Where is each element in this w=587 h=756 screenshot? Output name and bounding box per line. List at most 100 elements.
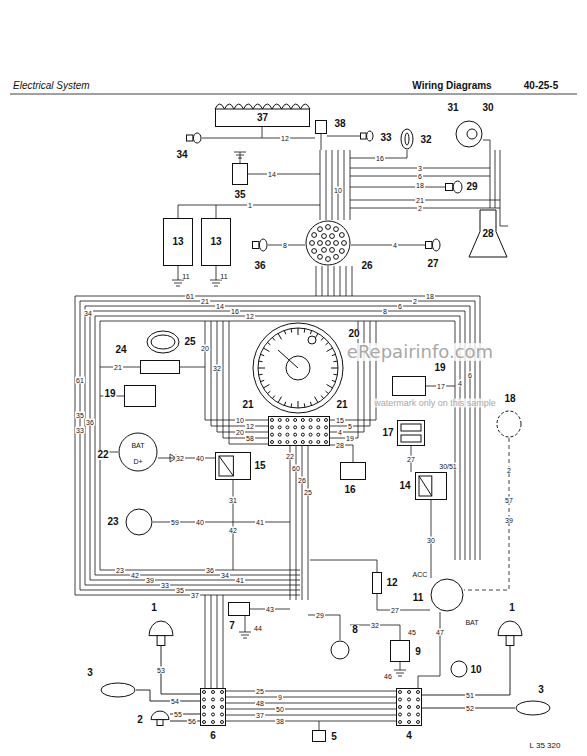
callout-number: 22: [96, 450, 109, 460]
component: 18: [496, 410, 522, 438]
wire: [226, 709, 396, 710]
wire: [202, 138, 315, 139]
wire-number: 37: [255, 712, 265, 719]
wire-number: 32: [175, 455, 185, 462]
wire-number: 14: [267, 171, 277, 178]
callout-number: 6: [209, 731, 217, 741]
component: 7: [228, 602, 250, 616]
plug-symbol: [360, 130, 374, 142]
wire-number: 4: [392, 242, 398, 249]
callout-number: 18: [503, 394, 516, 404]
wire: [216, 266, 217, 280]
component: 20: [252, 322, 344, 414]
wire: [216, 205, 217, 218]
component: 23: [125, 508, 153, 536]
circle-symbol: [450, 660, 468, 678]
component: 11: [430, 578, 464, 612]
component: 35: [232, 163, 248, 185]
wire: [400, 662, 401, 670]
callout-number: 11: [412, 593, 425, 603]
wire: [234, 152, 246, 158]
plug-symbol: [425, 238, 441, 252]
wire-number: 9: [277, 694, 283, 701]
dcircle-symbol: [496, 410, 522, 438]
wire: [490, 140, 491, 208]
wire-number: 42: [130, 572, 140, 579]
wire-number: 36: [85, 419, 95, 426]
wire-number: 47: [435, 629, 445, 636]
wire-number: 53: [156, 667, 166, 674]
block-symbol: [396, 688, 422, 726]
wire-number: 46: [383, 673, 393, 680]
component: 19: [392, 376, 426, 396]
plug-symbol: [186, 132, 202, 144]
wire: [316, 266, 317, 296]
component: 1: [148, 620, 174, 646]
component: 28: [468, 210, 508, 258]
callout-number: 16: [343, 485, 356, 495]
wire-number: 4: [337, 429, 343, 436]
component: 33: [360, 130, 374, 142]
wire-number: 18: [415, 182, 425, 189]
wire-number: 28: [335, 442, 345, 449]
wire: [239, 632, 251, 638]
component: 16: [340, 462, 366, 480]
wire-number: 32: [212, 365, 222, 372]
circle-symbol: [466, 128, 478, 140]
wire: [394, 670, 406, 676]
component: 8: [330, 640, 350, 660]
wire-number: 25: [255, 688, 265, 695]
component: 2: [150, 710, 170, 726]
callout-number: 29: [465, 182, 478, 192]
wire: [226, 715, 396, 716]
wire: [321, 134, 322, 150]
wire-number: 29: [315, 612, 325, 619]
callout-number: 3: [537, 685, 545, 695]
callout-number: 17: [381, 428, 394, 438]
wire-number: 2: [412, 298, 418, 305]
rect-symbol: [232, 163, 248, 185]
wire-number: 32: [370, 622, 380, 629]
wire: [352, 266, 353, 296]
wire: [310, 560, 377, 572]
callout-number: 19: [433, 363, 446, 373]
component: 13: [201, 218, 231, 266]
wire-number: 45: [407, 629, 417, 636]
wire-number: 12: [245, 313, 255, 320]
wire: [217, 595, 218, 688]
component: 3031: [455, 120, 483, 148]
wire: [240, 152, 241, 163]
wire-number: 4: [457, 380, 463, 387]
wire: [158, 458, 215, 459]
wire-number: 57: [504, 497, 514, 504]
component: 2121: [268, 416, 330, 446]
wire: [308, 615, 340, 640]
component: 22: [118, 432, 158, 472]
callout-number: 33: [379, 133, 392, 143]
wire-number: 21: [415, 197, 425, 204]
component: 34: [186, 132, 202, 144]
wire: [223, 595, 224, 688]
wire-number: 40: [195, 519, 205, 526]
callout-number: 10: [469, 665, 482, 675]
rect-symbol: [315, 120, 327, 134]
wire-number: 33: [75, 427, 85, 434]
component: 24: [140, 360, 180, 374]
callout-number: 24: [114, 345, 127, 355]
rect-symbol: [124, 385, 156, 407]
callout-number: 26: [360, 261, 373, 271]
rect-symbol: [390, 640, 410, 662]
lamp-symbol: [497, 620, 523, 646]
wire-number: 8: [382, 308, 388, 315]
component: 4: [396, 688, 422, 726]
ring-symbol: [400, 128, 414, 150]
wire: [226, 721, 396, 722]
lamp-symbol: [148, 620, 174, 646]
wire-connector: [422, 646, 510, 695]
wire-number: 21: [113, 364, 123, 371]
wire-number: 3: [417, 165, 423, 172]
callout-number: 15: [253, 461, 266, 471]
wire-number: 6: [467, 372, 473, 379]
callout-number: 27: [426, 259, 439, 269]
